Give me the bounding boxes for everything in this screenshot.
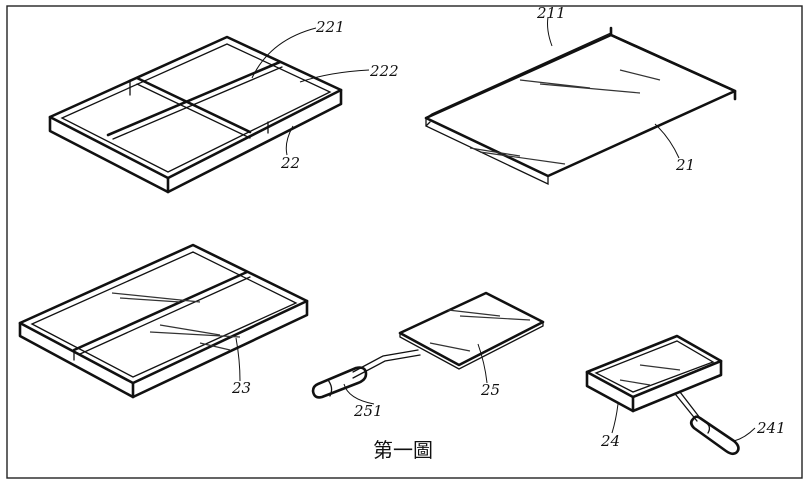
label-221: 221: [315, 18, 345, 36]
leader-lines: [235, 16, 756, 442]
tray-23: [18, 243, 309, 399]
label-251: 251: [353, 402, 383, 420]
label-241: 241: [756, 419, 786, 437]
label-24: 24: [600, 432, 620, 450]
tray-22: [48, 35, 343, 194]
label-211: 211: [536, 4, 566, 22]
label-21: 21: [675, 156, 695, 174]
tray-24: [585, 334, 740, 456]
label-222: 222: [369, 62, 399, 80]
figure-frame: [6, 5, 803, 479]
label-25: 25: [480, 381, 500, 399]
label-23: 23: [231, 379, 251, 397]
label-22: 22: [280, 154, 300, 172]
plate-21: [424, 26, 737, 186]
paddle-25: [311, 291, 545, 399]
figure-caption: 第一圖: [373, 438, 433, 462]
